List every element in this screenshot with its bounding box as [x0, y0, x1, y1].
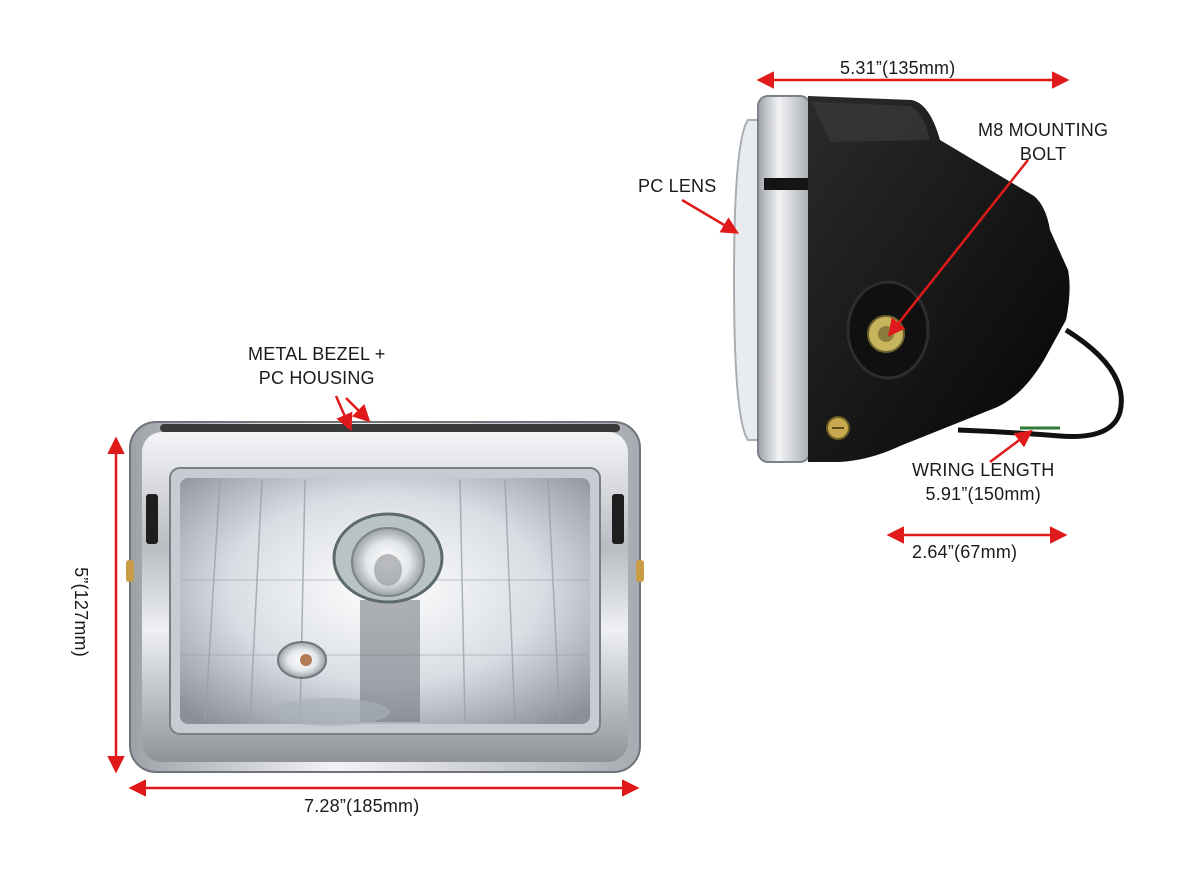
mounting-bolt-label: M8 MOUNTING BOLT [978, 118, 1108, 166]
bezel-pointer-b [345, 397, 371, 423]
dimension-arrows [107, 71, 1070, 797]
bezel-label-line-2: PC HOUSING [258, 368, 375, 388]
wiring-pointer [989, 429, 1033, 463]
bolt-pointer [887, 159, 1029, 337]
pc-lens-label: PC LENS [638, 176, 717, 196]
front-headlight-image [126, 421, 644, 773]
bezel-housing-label: METAL BEZEL + PC HOUSING [248, 342, 385, 390]
lens-pointer [681, 198, 740, 234]
bezel-label-line-1: METAL BEZEL + [248, 344, 386, 364]
side-length-label: 5.31”(135mm) [840, 58, 956, 78]
wiring-label-line-2: 5.91”(150mm) [925, 484, 1041, 504]
bezel-pointer-a [334, 395, 353, 432]
side-headlight-image [732, 95, 1124, 463]
bolt-label-line-2: BOLT [1019, 144, 1067, 164]
front-width-label: 7.28”(185mm) [304, 796, 420, 816]
side-depth-label: 2.64”(67mm) [912, 542, 1018, 562]
bolt-label-line-1: M8 MOUNTING [978, 120, 1109, 140]
wiring-length-label: WRING LENGTH 5.91”(150mm) [912, 458, 1054, 506]
front-height-label: 5”(127mm) [70, 567, 91, 657]
wiring-label-line-1: WRING LENGTH [912, 460, 1055, 480]
